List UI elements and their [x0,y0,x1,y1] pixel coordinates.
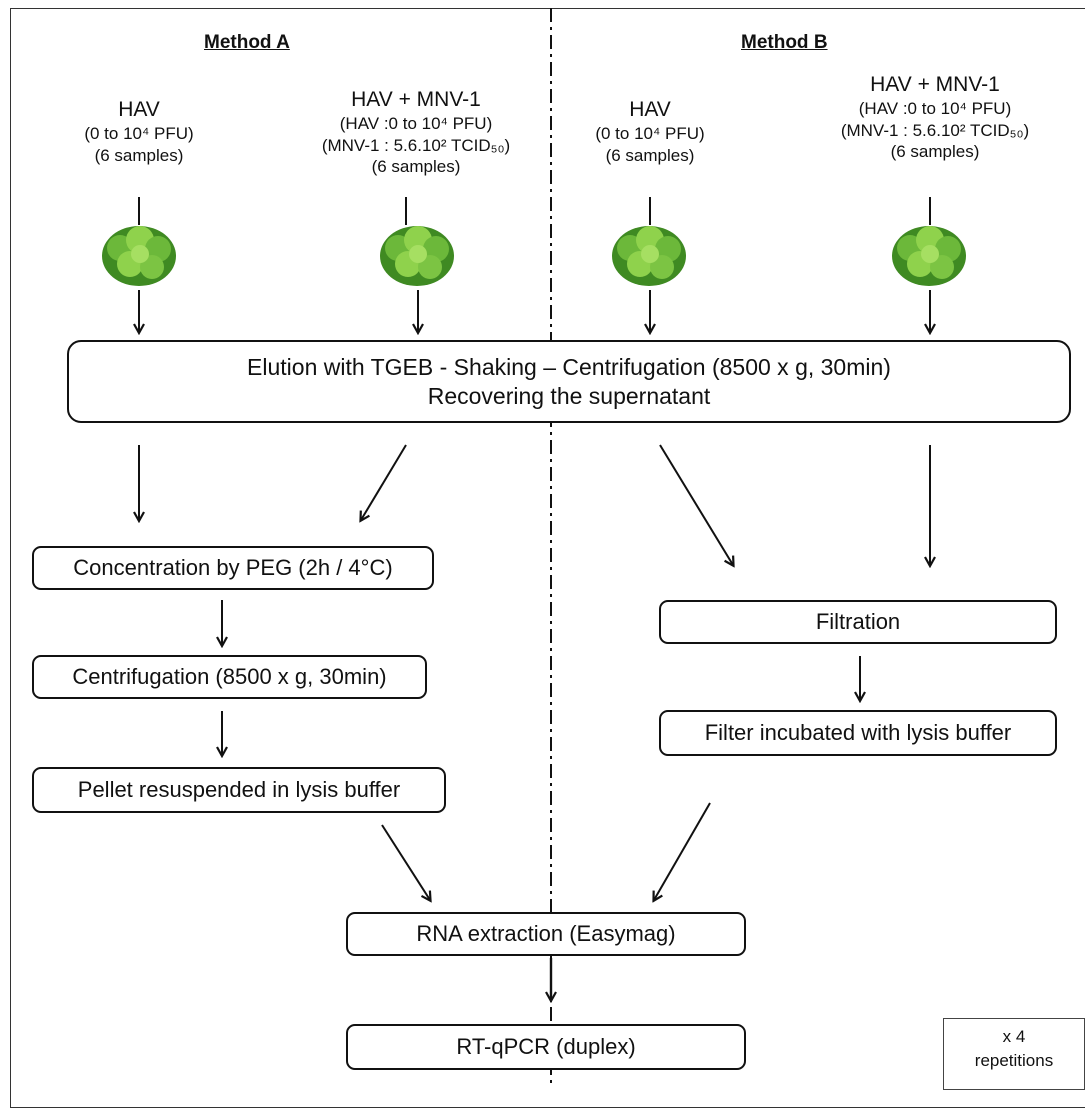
rna-extraction-box: RNA extraction (Easymag) [346,912,746,956]
elution-step-line1: Elution with TGEB - Shaking – Centrifuga… [247,353,891,380]
lettuce-icon [612,226,686,286]
sample-count: (6 samples) [371,156,461,176]
sample-dose: (0 to 10⁴ PFU) [84,124,194,144]
lettuce-icon [892,226,966,286]
sample-dose-hav: (HAV :0 to 10⁴ PFU) [339,114,493,134]
sample-label-hav-a: HAV (0 to 10⁴ PFU) (6 samples) [64,97,214,166]
sample-name: HAV [629,98,671,121]
method-a-title: Method A [204,32,290,53]
filter-incubated-box: Filter incubated with lysis buffer [659,710,1057,756]
sample-name: HAV + MNV-1 [870,73,1000,96]
sample-dose: (0 to 10⁴ PFU) [595,124,705,144]
filtration-box: Filtration [659,600,1057,644]
sample-label-hav-mnv-a: HAV + MNV-1 (HAV :0 to 10⁴ PFU) (MNV-1 :… [296,87,536,177]
repetitions-label: repetitions [974,1050,1054,1070]
elution-step-line2: Recovering the supernatant [427,382,711,409]
repetitions-count: x 4 [1002,1027,1026,1046]
elution-step-box: Elution with TGEB - Shaking – Centrifuga… [67,340,1071,423]
sample-label-hav-mnv-b: HAV + MNV-1 (HAV :0 to 10⁴ PFU) (MNV-1 :… [815,72,1055,162]
pellet-resuspended-box: Pellet resuspended in lysis buffer [32,767,446,813]
sample-count: (6 samples) [94,145,184,165]
rt-qpcr-box: RT-qPCR (duplex) [346,1024,746,1070]
sample-count: (6 samples) [890,141,980,161]
peg-concentration-box: Concentration by PEG (2h / 4°C) [32,546,434,590]
lettuce-icon [102,226,176,286]
centrifugation-box: Centrifugation (8500 x g, 30min) [32,655,427,699]
method-b-title: Method B [741,32,828,53]
sample-name: HAV [118,98,160,121]
sample-name: HAV + MNV-1 [351,88,481,111]
sample-label-hav-b: HAV (0 to 10⁴ PFU) (6 samples) [575,97,725,166]
sample-count: (6 samples) [605,145,695,165]
lettuce-icon [380,226,454,286]
sample-dose-hav: (HAV :0 to 10⁴ PFU) [858,99,1012,119]
sample-dose-mnv: (MNV-1 : 5.6.10² TCID₅₀) [840,120,1030,140]
sample-dose-mnv: (MNV-1 : 5.6.10² TCID₅₀) [321,135,511,155]
repetitions-box: x 4 repetitions [943,1018,1085,1090]
